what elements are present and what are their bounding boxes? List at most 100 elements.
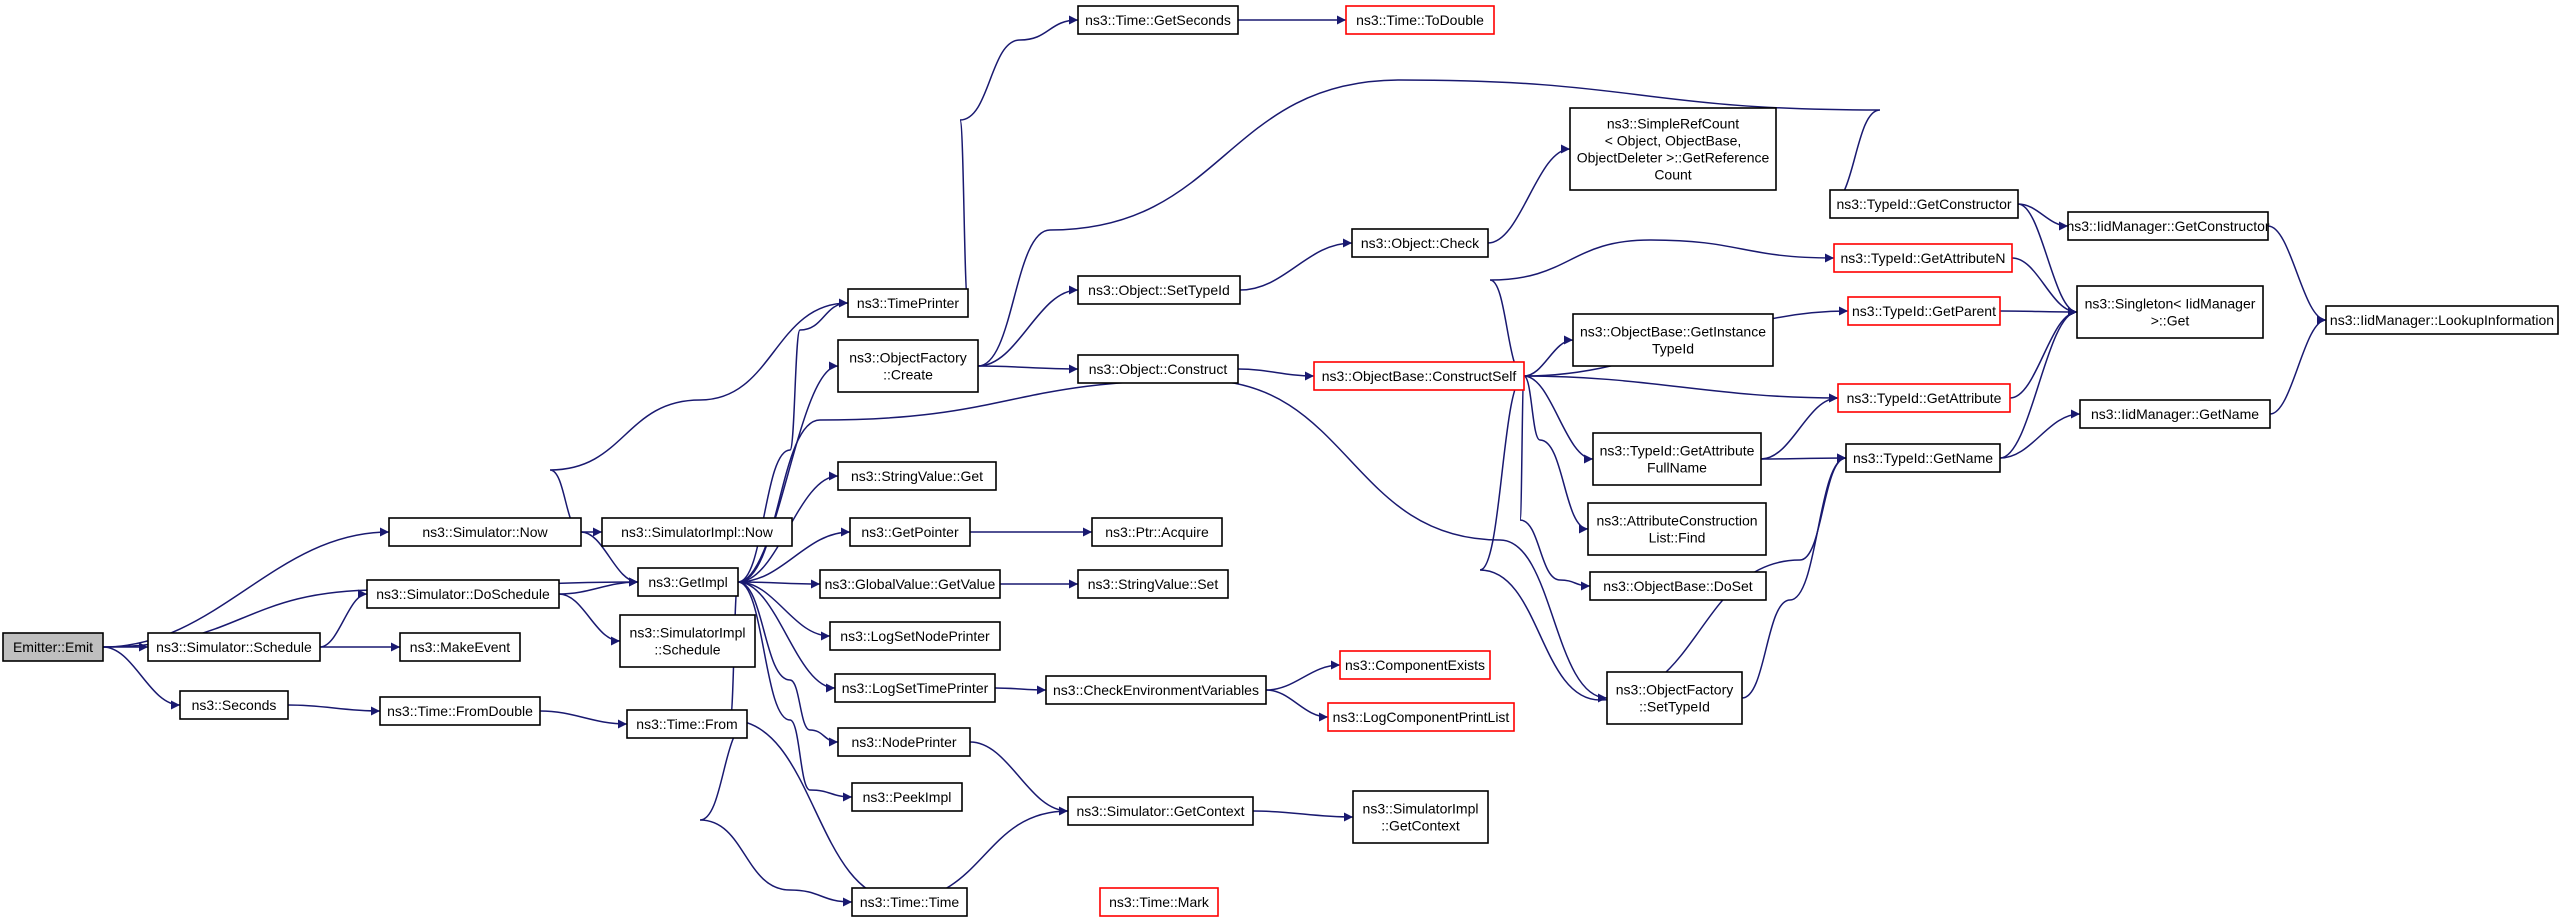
node-box-iidmanager_getname — [2079, 399, 2271, 429]
node-label-simimpl_now: ns3::SimulatorImpl::Now — [621, 524, 774, 540]
node-box-emitter_emit — [2, 632, 104, 662]
node-label-objbase_getinstancetypeid: ns3::ObjectBase::GetInstance — [1580, 324, 1766, 340]
node-box-time_mark — [1099, 887, 1219, 917]
edge-seconds-to-time_fromdouble — [287, 704, 381, 716]
node-label-sim_schedule: ns3::Simulator::Schedule — [156, 639, 312, 655]
node-time_time[interactable]: ns3::Time::Time — [851, 887, 968, 917]
node-label-typeid_getattribute: ns3::TypeId::GetAttribute — [1847, 390, 2002, 406]
node-box-simimpl_now — [601, 517, 793, 547]
node-label-objfactory_settypeid: ::SetTypeId — [1639, 699, 1710, 715]
node-sim_now[interactable]: ns3::Simulator::Now — [388, 517, 582, 547]
node-stringvalue_get[interactable]: ns3::StringValue::Get — [837, 461, 997, 491]
node-timeprinter[interactable]: ns3::TimePrinter — [847, 288, 969, 318]
node-sim_doschedule[interactable]: ns3::Simulator::DoSchedule — [366, 579, 560, 609]
node-objbase_constructself[interactable]: ns3::ObjectBase::ConstructSelf — [1313, 361, 1525, 391]
node-iidmanager_lookupinformation[interactable]: ns3::IidManager::LookupInformation — [2325, 305, 2559, 335]
node-label-typeid_getname: ns3::TypeId::GetName — [1853, 450, 1993, 466]
node-label-ptr_acquire: ns3::Ptr::Acquire — [1105, 524, 1209, 540]
node-objbase_doset[interactable]: ns3::ObjectBase::DoSet — [1589, 571, 1767, 601]
node-label-stringvalue_get: ns3::StringValue::Get — [851, 468, 983, 484]
node-time_mark[interactable]: ns3::Time::Mark — [1099, 887, 1219, 917]
node-label-simimpl_getcontext: ::GetContext — [1381, 818, 1460, 834]
node-objfactory_create[interactable]: ns3::ObjectFactory::Create — [837, 339, 979, 393]
node-label-timeprinter: ns3::TimePrinter — [857, 295, 960, 311]
node-logsetnodeprinter[interactable]: ns3::LogSetNodePrinter — [829, 621, 1001, 651]
edge-typeid_getattribute-to-singleton_get — [2009, 307, 2078, 399]
node-time_getseconds[interactable]: ns3::Time::GetSeconds — [1077, 5, 1239, 35]
node-label-checkenv: ns3::CheckEnvironmentVariables — [1053, 682, 1259, 698]
node-object_construct[interactable]: ns3::Object::Construct — [1077, 354, 1239, 384]
edge-checkenv-to-componentexists — [1265, 660, 1341, 691]
node-box-typeid_getattributefullname — [1592, 432, 1762, 486]
edge-time_fromdouble-to-time_from — [539, 710, 628, 729]
node-iidmanager_getconstructor[interactable]: ns3::IidManager::GetConstructor — [2066, 211, 2270, 241]
node-box-object_construct — [1077, 354, 1239, 384]
edge-object_check-to-simplerefcount — [1487, 144, 1571, 244]
node-objfactory_settypeid[interactable]: ns3::ObjectFactory::SetTypeId — [1606, 671, 1743, 725]
edge-objbase_constructself-to-objbase_getinstancetypeid — [1523, 335, 1574, 377]
node-time_from[interactable]: ns3::Time::From — [626, 709, 748, 739]
node-typeid_getattribute[interactable]: ns3::TypeId::GetAttribute — [1837, 383, 2011, 413]
node-checkenv[interactable]: ns3::CheckEnvironmentVariables — [1045, 675, 1267, 705]
node-box-objbase_constructself — [1313, 361, 1525, 391]
node-box-time_getseconds — [1077, 5, 1239, 35]
node-box-seconds — [179, 690, 289, 720]
node-label-simimpl_getcontext: ns3::SimulatorImpl — [1363, 801, 1479, 817]
node-simimpl_schedule[interactable]: ns3::SimulatorImpl::Schedule — [619, 614, 756, 668]
node-iidmanager_getname[interactable]: ns3::IidManager::GetName — [2079, 399, 2271, 429]
node-typeid_getparent[interactable]: ns3::TypeId::GetParent — [1847, 296, 2001, 326]
node-label-sim_now: ns3::Simulator::Now — [422, 524, 548, 540]
edge-typeid_getconstructor-to-iidmanager_getconstructor — [2017, 203, 2069, 231]
node-sim_schedule[interactable]: ns3::Simulator::Schedule — [147, 632, 321, 662]
node-label-typeid_getattributefullname: FullName — [1647, 460, 1707, 476]
node-typeid_getattributen[interactable]: ns3::TypeId::GetAttributeN — [1833, 243, 2013, 273]
node-box-logcomponentprintlist — [1327, 702, 1515, 732]
node-box-attrconstructionlist_find — [1587, 502, 1767, 556]
node-ptr_acquire[interactable]: ns3::Ptr::Acquire — [1091, 517, 1223, 547]
node-sim_getcontext[interactable]: ns3::Simulator::GetContext — [1067, 796, 1254, 826]
node-typeid_getconstructor[interactable]: ns3::TypeId::GetConstructor — [1829, 189, 2019, 219]
node-globalvalue_getvalue[interactable]: ns3::GlobalValue::GetValue — [819, 569, 1001, 599]
node-seconds[interactable]: ns3::Seconds — [179, 690, 289, 720]
node-componentexists[interactable]: ns3::ComponentExists — [1339, 650, 1491, 680]
edge-getimpl-to-objfactory_create — [737, 361, 839, 583]
edge-getimpl-to-nodeprinter — [737, 581, 839, 747]
node-singleton_get[interactable]: ns3::Singleton< IidManager >::Get — [2076, 285, 2264, 339]
node-label-objbase_getinstancetypeid: TypeId — [1652, 341, 1694, 357]
node-stringvalue_set[interactable]: ns3::StringValue::Set — [1077, 569, 1229, 599]
node-typeid_getname[interactable]: ns3::TypeId::GetName — [1845, 443, 2001, 473]
node-box-sim_getcontext — [1067, 796, 1254, 826]
node-getpointer[interactable]: ns3::GetPointer — [849, 517, 971, 547]
edge-object_construct-to-objbase_constructself — [1237, 368, 1315, 381]
node-object_check[interactable]: ns3::Object::Check — [1351, 228, 1489, 258]
node-nodeprinter[interactable]: ns3::NodePrinter — [837, 727, 971, 757]
node-box-ptr_acquire — [1091, 517, 1223, 547]
node-box-checkenv — [1045, 675, 1267, 705]
node-peekimpl[interactable]: ns3::PeekImpl — [851, 782, 963, 812]
node-time_fromdouble[interactable]: ns3::Time::FromDouble — [379, 696, 541, 726]
node-time_todouble[interactable]: ns3::Time::ToDouble — [1345, 5, 1495, 35]
edge-logsettimeprinter-to-checkenv — [994, 685, 1047, 695]
edge-getimpl-to-peekimpl — [737, 581, 853, 802]
node-box-object_check — [1351, 228, 1489, 258]
edge-emitter_emit-to-seconds — [102, 646, 181, 710]
node-simimpl_now[interactable]: ns3::SimulatorImpl::Now — [601, 517, 793, 547]
edge-objbase_constructself-to-objbase_doset — [1519, 375, 1591, 591]
node-simplerefcount[interactable]: ns3::SimpleRefCount< Object, ObjectBase,… — [1569, 107, 1777, 191]
node-logsettimeprinter[interactable]: ns3::LogSetTimePrinter — [834, 673, 996, 703]
node-emitter_emit[interactable]: Emitter::Emit — [2, 632, 104, 662]
node-simimpl_getcontext[interactable]: ns3::SimulatorImpl::GetContext — [1352, 790, 1489, 844]
node-box-typeid_getparent — [1847, 296, 2001, 326]
node-box-time_from — [626, 709, 748, 739]
node-getimpl[interactable]: ns3::GetImpl — [637, 567, 739, 597]
node-object_settypeid[interactable]: ns3::Object::SetTypeId — [1077, 275, 1241, 305]
node-makeevent[interactable]: ns3::MakeEvent — [399, 632, 521, 662]
edge-iidmanager_getconstructor-to-iidmanager_lookupinformation — [2267, 225, 2327, 325]
node-box-typeid_getname — [1845, 443, 2001, 473]
node-logcomponentprintlist[interactable]: ns3::LogComponentPrintList — [1327, 702, 1515, 732]
node-label-iidmanager_getname: ns3::IidManager::GetName — [2091, 406, 2259, 422]
node-box-time_time — [851, 887, 968, 917]
